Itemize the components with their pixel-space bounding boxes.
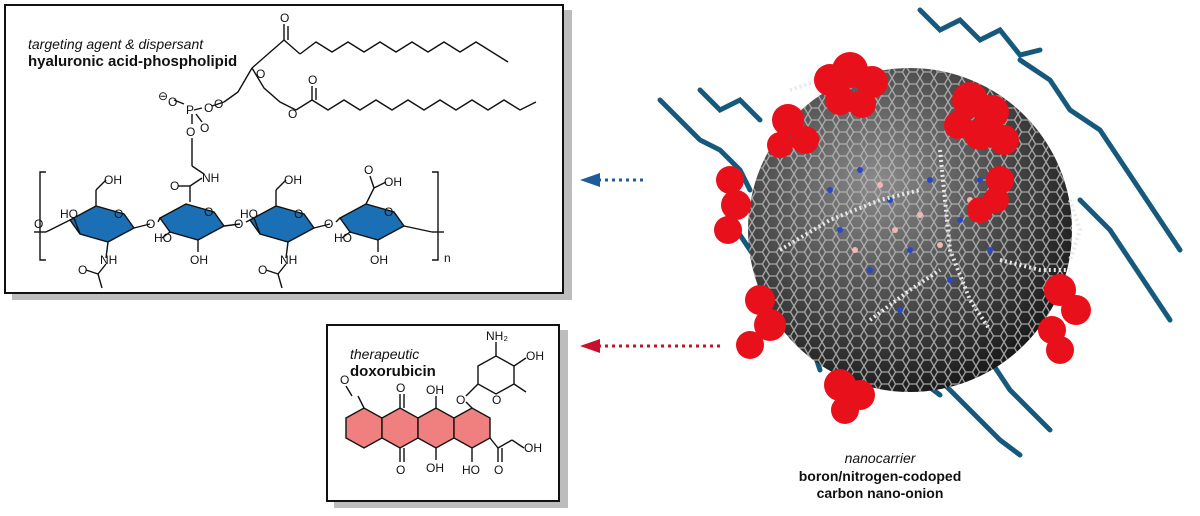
nanocarrier-name-line2: carbon nano-onion xyxy=(816,485,944,501)
doxorubicin-structure: NH₂ OH O O O O O OH OH O OH HO xyxy=(340,329,544,477)
phosphate-o-label-5: O xyxy=(186,125,195,139)
o-label-link-3: O xyxy=(234,217,243,231)
phosphate-o-label-4: O xyxy=(200,121,209,135)
phenol-oh-label-2: OH xyxy=(426,461,444,475)
hyaluronic-panel: O O O O ⊖ O P O O O O NH O xyxy=(4,4,564,294)
doxorubicin-atom-labels: NH₂ OH O O O O O OH OH O OH HO xyxy=(340,329,544,477)
carbon-lattice xyxy=(748,68,1072,392)
ring-d xyxy=(453,407,491,449)
oh-label-4: OH xyxy=(370,253,388,267)
doxorubicin-role: therapeutic xyxy=(350,346,420,362)
amide-o-label: O xyxy=(170,179,179,193)
polymer-brackets xyxy=(34,171,444,261)
phosphate-charge: ⊖ xyxy=(158,89,168,103)
ester-o-label-3: O xyxy=(308,73,317,87)
amide-nh-label: NH xyxy=(202,171,219,185)
ho-label-1: HO xyxy=(60,207,78,221)
ester-o-label-1: O xyxy=(280,11,289,25)
hyaluronic-structure: O O O O ⊖ O P O O O O NH O xyxy=(34,11,537,289)
sugar-atom-labels: OH HO O O O HO O OH O OH HO O O HO O OH … xyxy=(34,163,402,277)
doxorubicin-name: doxorubicin xyxy=(350,362,436,380)
nanocarrier-caption: nanocarrier boron/nitrogen-codoped carbo… xyxy=(770,450,990,503)
ho-label-4: HO xyxy=(334,231,352,245)
ho-label-3: HO xyxy=(240,207,258,221)
ring-o-label-4: O xyxy=(384,205,393,219)
nanocarrier-role: nanocarrier xyxy=(844,450,916,466)
phenol-oh-label-1: OH xyxy=(426,383,444,397)
hyaluronic-role: targeting agent & dispersant xyxy=(28,36,204,52)
acetyl-o-label-1: O xyxy=(78,263,87,277)
sugar-substituents xyxy=(45,175,433,289)
o-label-link-1: O xyxy=(34,217,43,231)
tertiary-ho-label: HO xyxy=(462,463,480,477)
doxorubicin-caption: therapeutic doxorubicin xyxy=(350,346,436,381)
sugar-ring-3 xyxy=(248,205,316,243)
anthracycline-rings xyxy=(345,407,491,449)
oh-label-3: OH xyxy=(284,173,302,187)
phosphate-p-label: P xyxy=(186,103,194,117)
ester-o-label-4: O xyxy=(288,107,297,121)
ring-o-label-3: O xyxy=(294,207,303,221)
nanocarrier-name-line1: boron/nitrogen-codoped xyxy=(798,467,962,484)
methoxy-o-label: O xyxy=(340,373,349,387)
arrow-to-hyaluronic xyxy=(580,173,644,187)
ring-b xyxy=(381,407,419,449)
cooh-o-label: O xyxy=(364,163,373,177)
quinone-o-label-1: O xyxy=(396,381,405,395)
phosphate-o-label-3: O xyxy=(214,97,223,111)
lipid-chains xyxy=(223,24,537,111)
ring-a xyxy=(345,407,383,449)
oh-label-2: OH xyxy=(190,253,208,267)
nanocarrier-illustration xyxy=(657,7,1183,458)
phosphate-o-label: O xyxy=(168,95,177,109)
sugar-ring xyxy=(465,342,527,409)
nh-label-2: NH xyxy=(280,253,297,267)
boron-sites xyxy=(852,182,973,253)
hyaluronic-caption: targeting agent & dispersant hyaluronic … xyxy=(28,36,237,71)
nh2-label: NH₂ xyxy=(486,329,508,343)
ring-o-label-2: O xyxy=(204,205,213,219)
ester-o-label-2: O xyxy=(256,67,265,81)
o-label-link-4: O xyxy=(324,217,333,231)
quinone-o-label-2: O xyxy=(396,463,405,477)
dopant-sites xyxy=(827,167,993,313)
arrow-to-doxorubicin xyxy=(580,339,724,353)
ho-label-2: HO xyxy=(154,231,172,245)
o-label-link-2: O xyxy=(146,217,155,231)
doxorubicin-panel: NH₂ OH O O O O O OH OH O OH HO therapeut… xyxy=(326,324,560,502)
cooh-oh-label: OH xyxy=(384,175,402,189)
doxorubicin-clusters xyxy=(714,52,1091,424)
ketone-o-label: O xyxy=(494,463,503,477)
oh-label-1: OH xyxy=(104,173,122,187)
lipid-ester-oxygens: O O O O xyxy=(256,11,317,121)
hyaluronic-name: hyaluronic acid-phospholipid xyxy=(28,52,238,70)
acetyl-o-label-2: O xyxy=(258,263,267,277)
repeat-n-label: n xyxy=(444,251,451,265)
glycoside-o-label: O xyxy=(456,393,465,407)
sugar-oh-label: OH xyxy=(526,349,544,363)
ring-c xyxy=(417,407,455,449)
phosphate-o-label-2: O xyxy=(204,101,213,115)
doxorubicin-substituents xyxy=(345,385,525,462)
sugar-o-label: O xyxy=(492,393,501,407)
hydroxymethyl-oh-label: OH xyxy=(524,441,542,455)
nh-label-1: NH xyxy=(100,253,117,267)
sugar-ring-1 xyxy=(68,205,136,243)
ring-o-label-1: O xyxy=(114,207,123,221)
phosphate-group xyxy=(173,99,225,175)
